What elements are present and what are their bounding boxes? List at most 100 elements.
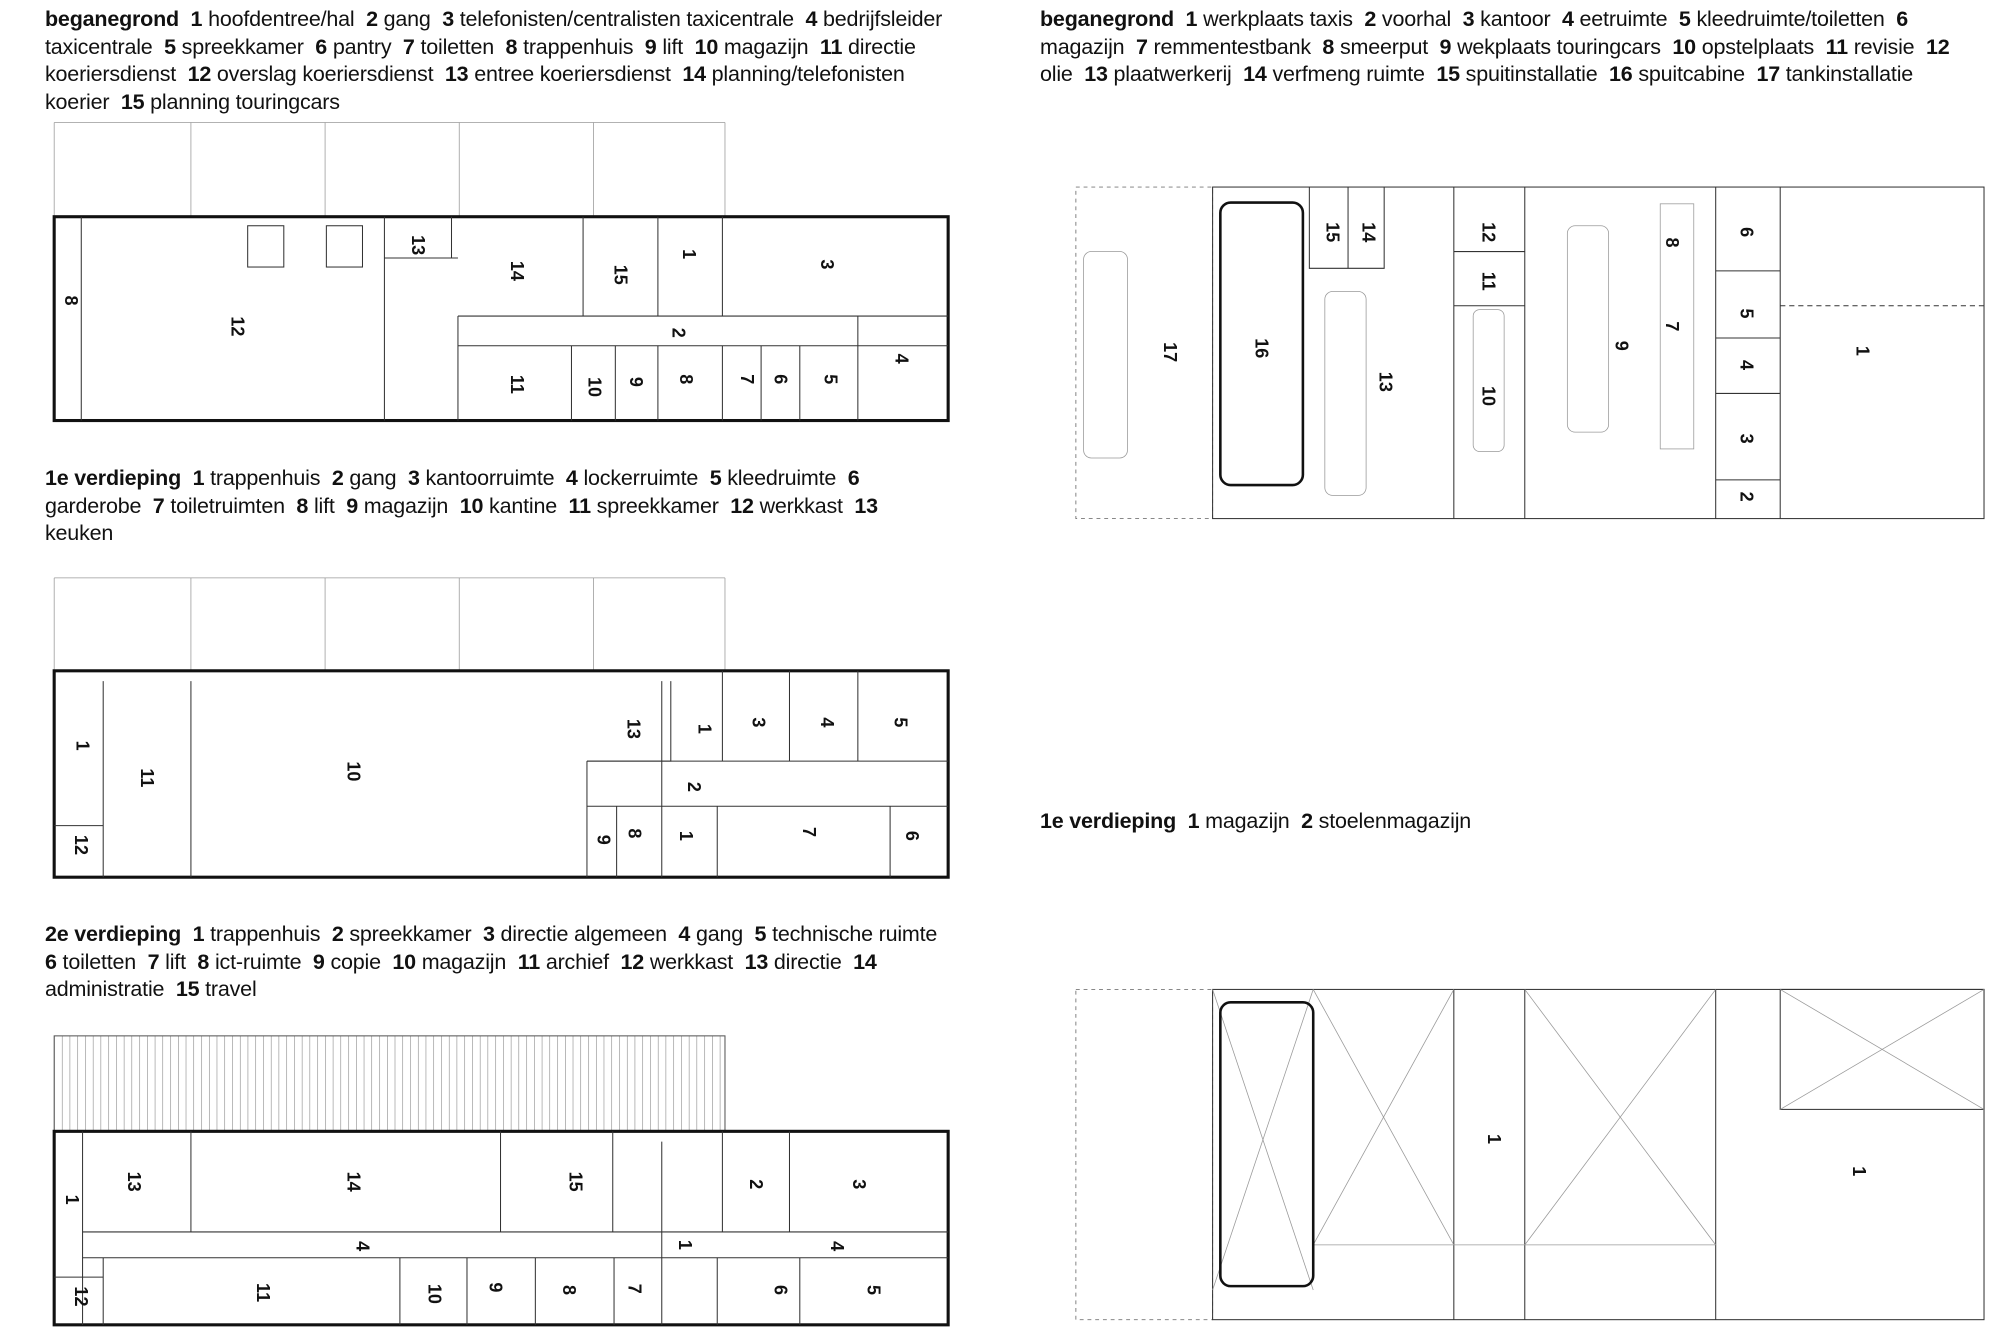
room-number: 14 — [1243, 62, 1267, 86]
room-name: hoofdentree/hal — [208, 7, 355, 31]
room-name: directie koeriersdienst — [45, 34, 916, 87]
room-name: travel — [205, 977, 257, 1001]
room-label: 6 — [770, 374, 790, 384]
room-label: 1 — [676, 831, 696, 841]
room-label: 8 — [61, 296, 81, 306]
room-name: trappenhuis — [210, 466, 321, 490]
room-number: 15 — [1436, 62, 1460, 86]
legend-item: 8 ict-ruimte — [197, 950, 301, 974]
room-number: 11 — [819, 34, 843, 59]
room-number: 6 — [847, 466, 860, 490]
room-number: 7 — [147, 949, 160, 974]
legend-item: 2 gang — [332, 466, 397, 490]
room-name: planning/telefonisten koerier — [45, 62, 905, 114]
room-number: 14 — [853, 949, 877, 974]
room-label: 13 — [1375, 372, 1395, 392]
room-name: spreekkamer — [349, 922, 472, 946]
room-label: 10 — [343, 761, 363, 781]
legend-item: 5 technische ruimte — [755, 922, 938, 946]
room-label: 4 — [892, 354, 912, 364]
room-number: 1 — [192, 922, 205, 946]
legend-item: 17 tankinstallatie — [1756, 62, 1913, 86]
room-label: 3 — [748, 717, 768, 727]
legend-item: 1 trappenhuis — [193, 466, 321, 490]
room-label: 1 — [694, 724, 714, 734]
room-label: 15 — [1323, 222, 1343, 242]
legend-item: 9 lift — [645, 35, 683, 59]
legend-item: 3 telefonisten/centralisten taxicentrale — [442, 7, 794, 31]
room-name: trappenhuis — [210, 922, 321, 946]
room-name: overslag koeriersdienst — [216, 62, 434, 86]
room-number: 3 — [442, 7, 454, 31]
room-number: 7 — [402, 34, 415, 59]
room-name: verfmeng ruimte — [1272, 62, 1425, 86]
legend-item: 4 gang — [678, 922, 743, 946]
room-number: 11 — [568, 493, 592, 518]
room-name: magazijn — [363, 493, 449, 518]
room-number: 6 — [1896, 7, 1908, 31]
room-label: 2 — [746, 1179, 766, 1189]
legend-item: 10 magazijn — [392, 950, 506, 974]
room-name: spreekkamer — [596, 493, 719, 518]
room-label: 4 — [827, 1241, 847, 1251]
room-number: 9 — [644, 34, 657, 59]
legend-item: 11 archief — [518, 950, 609, 974]
room-number: 2 — [366, 7, 378, 31]
room-number: 4 — [1562, 7, 1574, 31]
legend-heading: 1e verdieping — [1040, 809, 1177, 833]
room-number: 12 — [1925, 34, 1950, 59]
room-name: gang — [695, 922, 743, 946]
room-number: 8 — [505, 34, 518, 59]
legend-item: 2 voorhal — [1364, 7, 1451, 31]
room-label: 11 — [137, 768, 157, 787]
room-label: 13 — [623, 719, 643, 739]
plan-left-ground: 12 13 14 15 1 3 2 4 5 6 7 8 9 10 11 8 — [52, 122, 950, 423]
room-label: 1 — [1853, 346, 1873, 356]
room-name: werkplaats taxis — [1203, 7, 1353, 31]
room-label: 11 — [1479, 272, 1499, 291]
room-name: garderobe — [45, 493, 142, 518]
room-number: 13 — [1084, 62, 1108, 86]
legend-item: 4 lockerruimte — [566, 466, 698, 490]
room-label: 2 — [1737, 492, 1757, 502]
legend-item: 15 spuitinstallatie — [1436, 62, 1597, 86]
room-label: 4 — [1737, 360, 1757, 370]
room-number: 14 — [682, 62, 706, 86]
legend-item: 10 magazijn — [695, 35, 809, 59]
room-number: 8 — [197, 949, 210, 974]
room-number: 8 — [1322, 34, 1335, 59]
room-number: 5 — [1678, 7, 1691, 31]
room-name: bedrijfsleider taxicentrale — [45, 7, 943, 59]
room-name: directie — [773, 949, 842, 974]
room-name: pantry — [332, 34, 392, 59]
legend-left-ground: beganegrond 1 hoofdentree/hal 2 gang 3 t… — [45, 6, 965, 116]
legend-item: 8 smeerput — [1322, 35, 1428, 59]
legend-item: 11 spreekkamer — [569, 494, 719, 518]
room-label: 7 — [799, 827, 819, 837]
room-name: opstelplaats — [1701, 34, 1815, 59]
room-name: magazijn — [421, 949, 507, 974]
legend-item: 9 copie — [313, 950, 381, 974]
legend-heading: beganegrond — [1040, 7, 1174, 31]
room-labels: 12 13 14 15 1 3 2 4 5 6 7 8 9 10 11 8 — [61, 235, 912, 397]
room-number: 11 — [1825, 34, 1849, 59]
room-name: stoelenmagazijn — [1318, 809, 1472, 833]
room-name: kantoorruimte — [425, 466, 555, 490]
room-number: 12 — [187, 62, 212, 86]
legend-item: 3 kantoor — [1463, 7, 1551, 31]
legend-item: 7 lift — [148, 950, 186, 974]
legend-item: 1 hoofdentree/hal — [191, 7, 355, 31]
room-name: wekplaats touringcars — [1457, 34, 1661, 59]
room-name: plaatwerkerij — [1113, 62, 1232, 86]
legend-item: 15 travel — [176, 977, 257, 1001]
room-name: revisie — [1853, 34, 1915, 59]
legend-item: 13 directie — [745, 950, 842, 974]
room-number: 9 — [312, 949, 325, 974]
room-label: 5 — [1737, 308, 1757, 318]
legend-item: 11 directie koeriersdienst — [45, 35, 916, 87]
room-number: 4 — [805, 7, 818, 31]
legend-item: 6 magazijn — [1040, 7, 1908, 59]
room-name: lift — [165, 949, 186, 974]
legend-item: 4 bedrijfsleider taxicentrale — [45, 7, 942, 59]
